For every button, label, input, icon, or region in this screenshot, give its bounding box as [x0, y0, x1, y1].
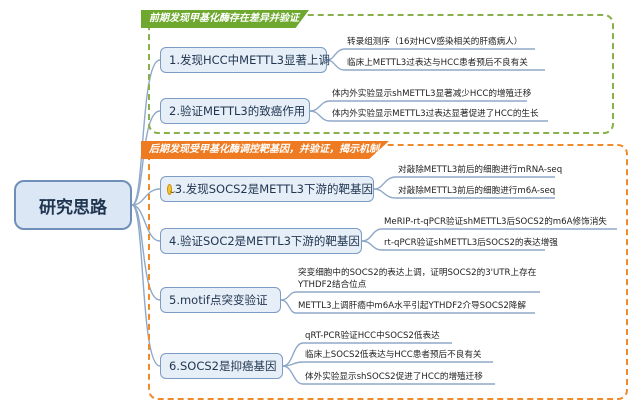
step-3-leaf-2: 对敲除METTL3前后的细胞进行m6A-seq — [398, 186, 556, 196]
step-1-label: 1.发现HCC中METTL3显著上调 — [169, 53, 330, 67]
step-6-node[interactable]: 6.SOCS2是抑癌基因 — [160, 353, 283, 379]
root-label: 研究思路 — [39, 197, 107, 218]
step-6-label: 6.SOCS2是抑癌基因 — [169, 359, 277, 373]
step-3-label: 3.发现SOCS2是METTL3下游的靶基因 — [174, 182, 373, 196]
step-6-leaf-2: 临床上SOCS2低表达与HCC患者预后不良有关 — [305, 350, 482, 360]
late-phase-banner: 后期发现受甲基化酶调控靶基因，并验证，揭示机制 — [141, 141, 389, 159]
step-1-leaf-1: 转录组测序（16对HCV感染相关的肝癌病人） — [347, 37, 523, 47]
smiley-icon — [167, 183, 175, 195]
step-5-leaf-2: METTL3上调肝癌中m6A水平引起YTHDF2介导SOCS2降解 — [298, 301, 527, 311]
early-phase-banner: 前期发现甲基化酶存在差异并验证 — [141, 10, 309, 28]
late-phase-group — [148, 144, 628, 400]
step-2-node[interactable]: 2.验证METTL3的致癌作用 — [160, 98, 310, 124]
step-4-leaf-1: MeRIP-rt-qPCR验证shMETTL3后SOCS2的m6A修饰消失 — [384, 217, 607, 227]
step-2-leaf-2: 体内外实验显示METTL3过表达显著促进了HCC的生长 — [332, 109, 539, 119]
step-3-leaf-1: 对敲除METTL3前后的细胞进行mRNA-seq — [398, 165, 563, 175]
step-2-label: 2.验证METTL3的致癌作用 — [169, 104, 306, 118]
step-5-node[interactable]: 5.motif点突变验证 — [160, 287, 281, 313]
step-4-leaf-2: rt-qPCR验证shMETTL3后SOCS2的表达增强 — [384, 238, 558, 248]
root-node-research-idea[interactable]: 研究思路 — [14, 180, 132, 230]
step-1-node[interactable]: 1.发现HCC中METTL3显著上调 — [160, 47, 330, 73]
step-3-node[interactable]: 3.发现SOCS2是METTL3下游的靶基因 — [160, 176, 374, 202]
step-6-leaf-1: qRT-PCR验证HCC中SOCS2低表达 — [305, 331, 440, 341]
step-5-leaf-1: 突变细胞中的SOCS2的表达上调，证明SOCS2的3'UTR上存在YTHDF2结… — [298, 268, 537, 290]
step-5-label: 5.motif点突变验证 — [169, 293, 268, 307]
step-4-node[interactable]: 4.验证SOC2是METTL3下游的靶基因 — [160, 228, 362, 254]
step-1-leaf-2: 临床上METTL3过表达与HCC患者预后不良有关 — [347, 58, 528, 68]
step-4-label: 4.验证SOC2是METTL3下游的靶基因 — [169, 234, 360, 248]
step-6-leaf-3: 体外实验显示shSOCS2促进了HCC的增殖迁移 — [305, 372, 483, 382]
step-2-leaf-1: 体内外实验显示shMETTL3显著减少HCC的增殖迁移 — [332, 89, 532, 99]
early-phase-group — [148, 14, 614, 134]
